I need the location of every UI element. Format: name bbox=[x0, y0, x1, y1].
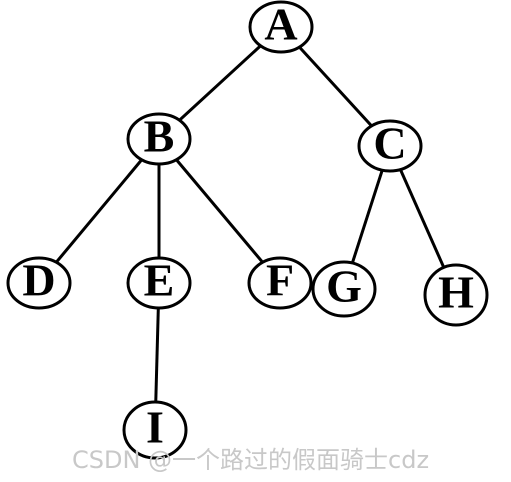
node-ellipse bbox=[357, 119, 423, 173]
node-label: A bbox=[264, 0, 297, 50]
node-b: B bbox=[126, 111, 192, 166]
node-label: B bbox=[144, 111, 175, 162]
edge-b-d bbox=[37, 138, 161, 284]
node-ellipse bbox=[248, 0, 314, 54]
node-a: A bbox=[248, 0, 314, 54]
node-label: E bbox=[144, 255, 175, 306]
node-e: E bbox=[126, 255, 192, 310]
node-i: I bbox=[122, 400, 188, 460]
tree-edges bbox=[37, 25, 458, 431]
node-label: F bbox=[266, 255, 294, 306]
node-c: C bbox=[357, 118, 423, 173]
node-label: H bbox=[438, 267, 474, 318]
node-ellipse bbox=[126, 256, 192, 310]
node-ellipse bbox=[311, 260, 377, 318]
node-ellipse bbox=[6, 256, 72, 310]
node-ellipse bbox=[247, 256, 313, 310]
node-ellipse bbox=[423, 263, 489, 327]
node-label: G bbox=[326, 261, 362, 312]
node-ellipse bbox=[122, 400, 188, 460]
node-ellipse bbox=[126, 112, 192, 166]
edge-b-f bbox=[157, 138, 282, 284]
node-h: H bbox=[423, 263, 489, 327]
node-label: C bbox=[373, 118, 406, 169]
watermark: CSDN @一个路过的假面骑士cdz bbox=[72, 446, 430, 474]
node-label: D bbox=[22, 255, 55, 306]
node-d: D bbox=[6, 255, 72, 310]
node-label: I bbox=[146, 402, 164, 453]
node-f: F bbox=[247, 255, 313, 310]
node-g: G bbox=[311, 260, 377, 318]
